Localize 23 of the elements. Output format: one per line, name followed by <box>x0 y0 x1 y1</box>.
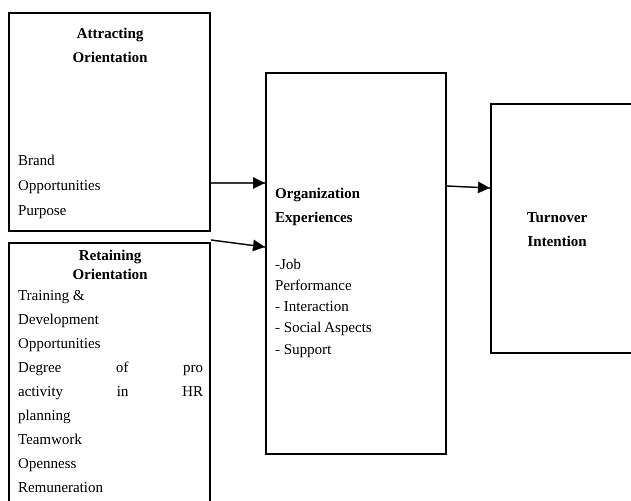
concept-box <box>8 242 211 501</box>
concept-box <box>8 12 211 232</box>
list-item: Opportunities <box>18 177 102 196</box>
box-heading: Turnover Intention <box>526 209 588 252</box>
list-item: - Social Aspects <box>275 319 373 338</box>
list-item: Openness <box>18 455 78 474</box>
list-item: Training & Development Opportunities <box>18 287 102 354</box>
list-item: Brand <box>18 152 56 171</box>
arrow <box>446 181 490 194</box>
concept-box <box>490 103 631 354</box>
list-item: Purpose <box>18 202 68 221</box>
list-item: Teamwork <box>18 431 83 450</box>
list-item: Degree of pro activity in HR planning <box>18 359 203 426</box>
list-item: Remuneration <box>18 479 104 498</box>
box-heading: Attracting Orientation <box>72 25 148 68</box>
concept-box <box>265 72 447 455</box>
list-item: - Interaction <box>275 298 350 317</box>
arrow <box>211 177 265 189</box>
list-item: -Job Performance <box>275 256 353 296</box>
list-item: - Support <box>275 341 332 360</box>
box-heading: Retaining Orientation <box>72 247 148 285</box>
box-heading: Organization Experiences <box>275 185 361 228</box>
arrow <box>210 239 266 252</box>
